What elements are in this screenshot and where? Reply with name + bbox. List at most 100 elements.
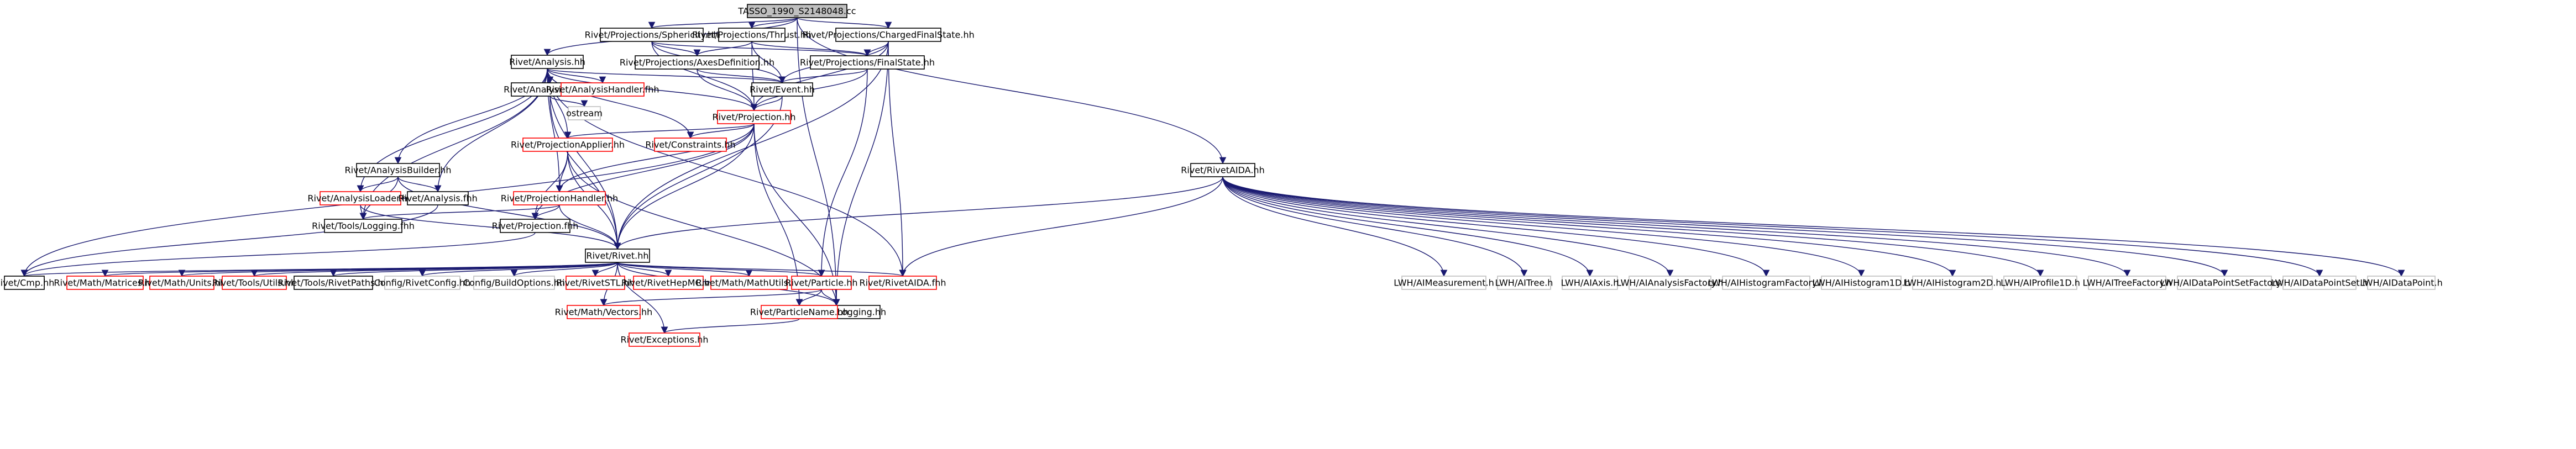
node-box (66, 276, 144, 290)
node-sphericity[interactable]: Rivet/Projections/Sphericity.hh (585, 28, 719, 42)
node-toolslogfhh[interactable]: Rivet/Tools/Logging.fhh (312, 219, 415, 233)
node-box (522, 138, 613, 152)
node-lwh_histfac: LWH/AIHistogramFactory.h (1708, 276, 1825, 290)
edge-sphericity-to-finalstate (651, 41, 871, 57)
edge-root-to-cfs (797, 17, 892, 29)
node-axesdef[interactable]: Rivet/Projections/AxesDefinition.hh (620, 55, 774, 70)
node-box (633, 276, 704, 290)
node-box (2282, 276, 2357, 290)
edge-particlename-to-exceptions (661, 318, 800, 334)
node-anabuilder[interactable]: Rivet/AnalysisBuilder.hh (345, 163, 452, 177)
node-projhandler[interactable]: Rivet/ProjectionHandler.hh (501, 191, 619, 205)
edge-analysis-to-constraints (547, 68, 694, 139)
node-constraints[interactable]: Rivet/Constraints.hh (645, 138, 736, 152)
node-lwh_axis: LWH/AIAxis.h (1561, 276, 1619, 290)
node-analoader[interactable]: Rivet/AnalysisLoader.hh (307, 191, 413, 205)
node-lwh_h1d: LWH/AIHistogram1D.h (1812, 276, 1910, 290)
node-rivetaidafhh[interactable]: Rivet/RivetAIDA.fhh (859, 276, 946, 290)
node-projection[interactable]: Rivet/Projection.hh (712, 110, 796, 124)
node-box (1629, 276, 1711, 290)
node-label: Config/BuildOptions.hh (463, 278, 565, 288)
edge-analysis-to-rivetaidafhh (547, 68, 907, 277)
node-label: LWH/AIDataPoint.h (2360, 278, 2443, 288)
node-label: Rivet/ProjectionApplier.hh (511, 140, 625, 150)
node-label: Rivet/Projections/Sphericity.hh (585, 30, 719, 40)
node-box (511, 55, 584, 69)
node-mathvectors[interactable]: Rivet/Math/Vectors.hh (555, 305, 653, 319)
node-rivethh[interactable]: Rivet/Rivet.hh (585, 249, 650, 263)
node-label: Rivet/AnalysisHandler.fhh (546, 84, 659, 95)
edge-projection-to-particlename (753, 123, 803, 307)
node-projfhh[interactable]: Rivet/Projection.fhh (492, 219, 579, 233)
edge-anabuilder-to-analoader (357, 176, 399, 193)
node-analysis[interactable]: Rivet/Analysis.hh (509, 55, 585, 69)
node-lwh_treefac: LWH/AITreeFactory.h (2082, 276, 2172, 290)
node-mathunits[interactable]: Rivet/Math/Units.hh (138, 276, 226, 290)
node-rivethepmc[interactable]: Rivet/RivetHepMC.hh (621, 276, 715, 290)
edge-rivetaida-to-lwh_h1d (1222, 176, 1865, 277)
node-label: LWH/AIProfile1D.h (2001, 278, 2080, 288)
node-box (2088, 276, 2166, 290)
edge-analysis-to-rivethh (547, 68, 621, 250)
node-label: LWH/AIHistogramFactory.h (1708, 278, 1825, 288)
node-label: LWH/AIAxis.h (1561, 278, 1619, 288)
edge-sphericity-to-projection (651, 41, 758, 112)
node-rivetaida[interactable]: Rivet/RivetAIDA.hh (1181, 163, 1265, 177)
node-toolsutils[interactable]: Rivet/Tools/Utils.hh (212, 276, 296, 290)
edge-rivethh-to-rivetstl (591, 262, 618, 277)
node-label: Rivet/ProjectionHandler.hh (501, 193, 619, 204)
edge-projection-to-projapplier (564, 123, 755, 139)
edge-rivethh-to-buildopts (510, 262, 618, 277)
node-label: Rivet/RivetAIDA.hh (1181, 165, 1264, 176)
node-particlename[interactable]: Rivet/ParticleName.hh (750, 305, 849, 319)
node-cfs[interactable]: Rivet/Projections/ChargedFinalState.hh (802, 28, 975, 42)
node-label: Rivet/Projections/AxesDefinition.hh (620, 57, 774, 68)
node-label: Rivet/Tools/Logging.fhh (312, 221, 415, 231)
node-projapplier[interactable]: Rivet/ProjectionApplier.hh (511, 138, 625, 152)
edge-rivetaida-to-lwh_dps (1222, 176, 2323, 277)
node-label: Rivet/AnalysisLoader.hh (307, 193, 413, 204)
node-box (566, 276, 625, 290)
node-toolspaths[interactable]: Rivet/Tools/RivetPaths.hh (278, 276, 389, 290)
node-rivetstl[interactable]: Rivet/RivetSTL.hh (556, 276, 635, 290)
node-cmphh[interactable]: Rivet/Cmp.hh (0, 276, 54, 290)
node-mathmatrices[interactable]: Rivet/Math/Matrices.hh (54, 276, 156, 290)
node-box (320, 191, 401, 205)
edge-rivetaida-to-lwh_tree (1222, 176, 1528, 277)
node-label: LWH/AIHistogram2D.h (1903, 278, 2001, 288)
edge-analysisfhh-to-cmphh (20, 204, 438, 277)
node-label: Rivet/ParticleName.hh (750, 307, 849, 318)
node-box (222, 276, 287, 290)
node-exceptions[interactable]: Rivet/Exceptions.hh (621, 332, 709, 347)
node-box (384, 276, 460, 290)
node-label: LWH/AIDataPointSetFactory.h (2160, 278, 2289, 288)
node-particle[interactable]: Rivet/Particle.hh (785, 276, 858, 290)
node-box (561, 82, 645, 97)
edge-projapplier-to-projhandler (556, 151, 568, 193)
node-label: LWH/AITree.h (1495, 278, 1553, 288)
node-event[interactable]: Rivet/Event.hh (750, 82, 815, 97)
node-box (717, 110, 791, 124)
node-label: LWH/AIDataPointSet.h (2271, 278, 2368, 288)
node-root[interactable]: TASSO_1990_S2148048.cc (737, 4, 856, 18)
node-mathutils[interactable]: Rivet/Math/MathUtils.hh (696, 276, 803, 290)
node-label: Rivet/Tools/RivetPaths.hh (278, 278, 389, 288)
node-box (473, 276, 555, 290)
node-box (4, 276, 45, 290)
node-box (2367, 276, 2436, 290)
node-analysisfhh[interactable]: Rivet/Analysis.fhh (398, 191, 478, 205)
edge-rivetaida-to-lwh_treefac (1222, 176, 2131, 277)
edge-rivetaida-to-lwh_anafac (1222, 176, 1674, 277)
node-lwh_dps: LWH/AIDataPointSet.h (2271, 276, 2368, 290)
node-label: Rivet/Math/Matrices.hh (54, 278, 156, 288)
edge-cfs-to-toolslogging (833, 41, 889, 307)
node-anahandler[interactable]: Rivet/AnalysisHandler.fhh (546, 82, 659, 97)
node-box (710, 276, 788, 290)
edge-rivethh-to-config (419, 262, 618, 277)
edge-projfhh-to-cmphh (20, 232, 536, 277)
node-box (791, 276, 852, 290)
node-finalstate[interactable]: Rivet/Projections/FinalState.hh (800, 55, 935, 70)
node-thrust[interactable]: Rivet/Projections/Thrust.hh (692, 28, 811, 42)
edge-cfs-to-rivetaidafhh (888, 41, 907, 277)
node-box (407, 191, 469, 205)
